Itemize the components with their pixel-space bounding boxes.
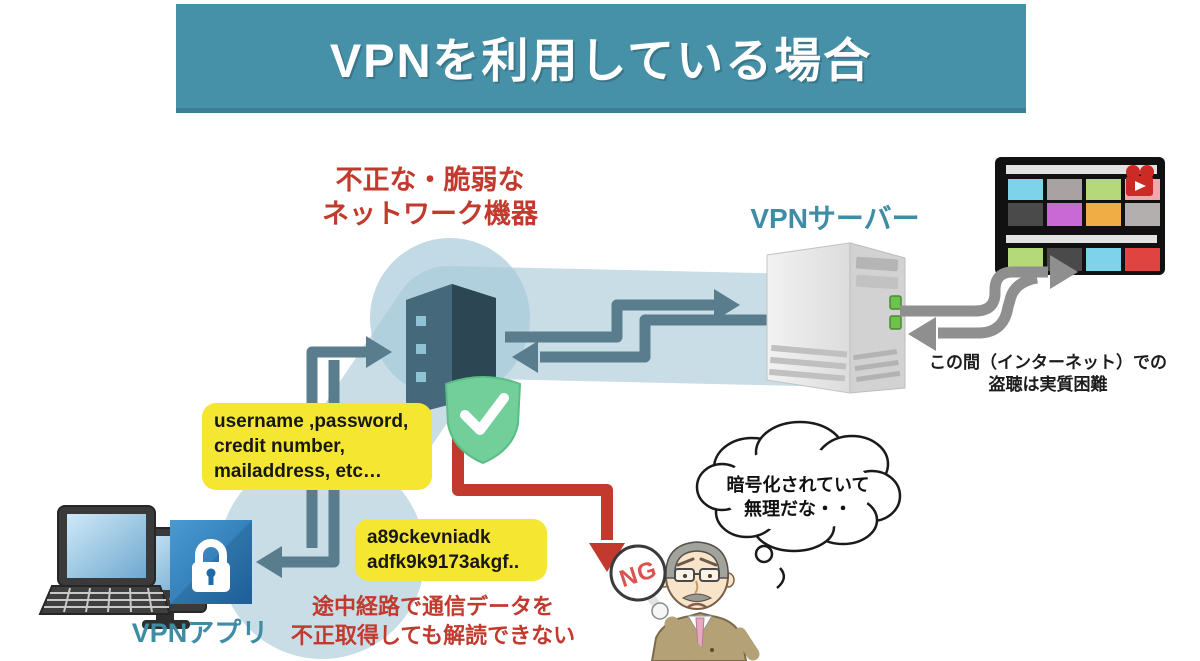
arrowhead-to-server-return [908, 317, 936, 351]
server-led [889, 295, 902, 310]
plaintext-line3: mailaddress, etc… [214, 461, 382, 482]
tv-tile [1047, 203, 1082, 226]
shield-check-icon [444, 376, 522, 465]
thought-bubble-text: 暗号化されていて 無理だな・・ [705, 473, 891, 521]
bottom-note-line1: 途中経路で通信データを [311, 594, 554, 619]
server-internet-arrows [900, 255, 1078, 351]
internet-note-line2: 盗聴は実質困難 [988, 375, 1108, 394]
ng-sign [609, 544, 667, 602]
plaintext-line2: credit number, [214, 436, 345, 457]
necktie [695, 617, 705, 649]
bubble-line1: 暗号化されていて [726, 475, 870, 495]
mustache [681, 593, 713, 602]
rogue-device-line1: 不正な・脆弱な [335, 165, 525, 195]
tv-tile [1047, 179, 1082, 200]
vpn-app-icon [170, 520, 252, 604]
internet-note: この間（インターネット）での 盗聴は実質困難 [918, 352, 1178, 396]
encrypted-data-callout: a89ckevniadk adfk9k9173akgf.. [355, 519, 547, 581]
arrow-service-to-server [938, 272, 1039, 339]
arrow-to-server [505, 299, 714, 343]
arrowhead-to-app [256, 546, 282, 578]
streaming-service-icon [995, 157, 1165, 275]
intercept-arrow [452, 432, 625, 572]
page-title: VPNを利用している場合 [329, 33, 873, 87]
plaintext-data-callout: username ,password, credit number, maila… [202, 403, 432, 490]
bottom-note-line2: 不正取得しても解読できない [290, 623, 576, 648]
tv-tile [1008, 248, 1043, 271]
server-led [889, 315, 902, 330]
internet-note-line1: この間（インターネット）での [929, 353, 1167, 372]
client-computers-icon [38, 505, 207, 629]
tv-tile [1125, 248, 1160, 271]
vpn-app-label: VPNアプリ [131, 618, 269, 648]
arrowhead-to-server [714, 289, 740, 321]
hand [651, 602, 669, 620]
video-camera-icon [1126, 165, 1154, 196]
rogue-device-line2: ネットワーク機器 [322, 199, 538, 229]
ciphertext-line1: a89ckevniadk [367, 527, 491, 548]
laptop-icon [38, 505, 172, 615]
arrowhead-to-service [1050, 255, 1078, 289]
arrow-from-server [540, 314, 772, 363]
plaintext-line1: username ,password, [214, 411, 409, 432]
rogue-device-label: 不正な・脆弱な ネットワーク機器 [278, 163, 582, 231]
thought-bubble [695, 420, 902, 589]
tv-tile [1086, 179, 1121, 200]
bubble-line2: 無理だな・・ [744, 499, 852, 519]
ciphertext-line2: adfk9k9173akgf.. [367, 552, 520, 573]
intercept-arrowhead [589, 543, 625, 572]
tv-tile [1008, 179, 1043, 200]
vpn-server-label: VPNサーバー [750, 203, 920, 234]
arrowhead-to-router [366, 336, 392, 368]
bottom-note: 途中経路で通信データを 不正取得しても解読できない [278, 592, 588, 650]
streaming-tiles [1008, 179, 1160, 271]
tv-tile [1086, 248, 1121, 271]
tv-tile [1008, 203, 1043, 226]
eavesdropper-figure: NG [609, 541, 760, 661]
arrow-server-to-service [900, 266, 1048, 317]
router-server-arrows [505, 289, 772, 373]
padlock-icon [192, 539, 230, 592]
title-banner: VPNを利用している場合 [176, 4, 1026, 113]
arrowhead-from-server [512, 341, 538, 373]
vpn-server-icon [766, 242, 906, 394]
tv-tile [1086, 203, 1121, 226]
tv-tile [1125, 203, 1160, 226]
